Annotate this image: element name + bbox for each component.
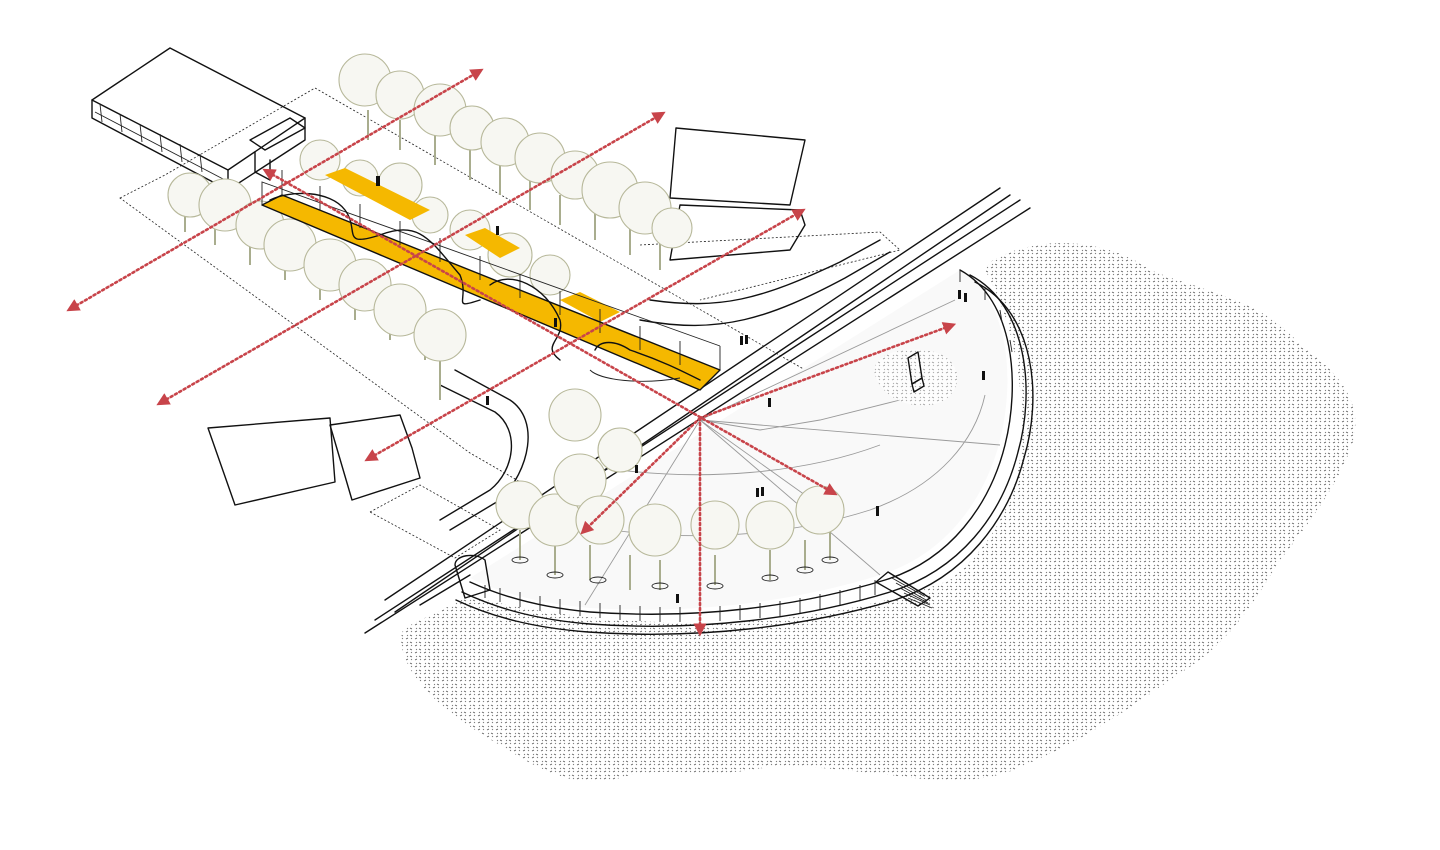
view-axis-arrow	[262, 168, 838, 496]
pedestrian-figures	[376, 176, 985, 603]
view-axis-arrow	[698, 322, 957, 420]
waterfront-stairs	[454, 554, 933, 609]
building-outline-southwest-a	[207, 417, 336, 506]
water-body	[401, 243, 1356, 782]
view-axis-arrows	[66, 68, 957, 637]
view-axis-arrow	[580, 416, 702, 535]
monument	[874, 349, 958, 406]
semicircular-plaza	[455, 269, 1034, 635]
existing-building	[91, 47, 306, 191]
building-outline-north	[669, 127, 806, 206]
building-outline-southwest-b	[329, 414, 421, 501]
